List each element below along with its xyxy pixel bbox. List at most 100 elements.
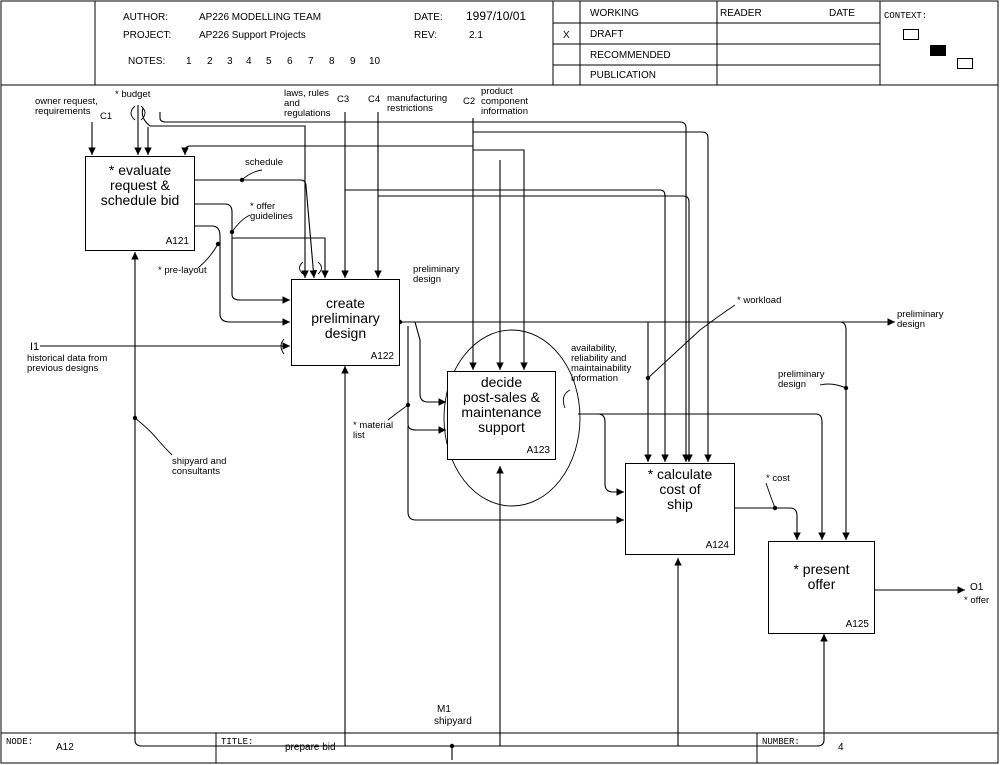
arrow-prelim-a123 <box>414 321 446 406</box>
note-9: 9 <box>350 56 356 67</box>
tunnel-a122-top <box>299 261 322 275</box>
leader-availability <box>562 389 571 409</box>
rev-label: REV: <box>414 30 437 41</box>
activity-a122-id: A122 <box>370 351 394 362</box>
project-label: PROJECT: <box>123 30 172 41</box>
arrow-c4-a124 <box>378 195 693 462</box>
arrow-cost <box>735 507 801 540</box>
activity-a123[interactable]: decide post-sales & maintenance support … <box>447 371 556 460</box>
arrow-c2-a124 <box>473 131 712 462</box>
label-historical: historical data from previous designs <box>27 353 108 374</box>
status-draft-mark: X <box>563 30 570 41</box>
arrow-material-list <box>407 326 446 434</box>
leader-prelayout <box>197 243 219 269</box>
arrow-schedule <box>195 179 318 279</box>
focus-ellipse-a123 <box>443 329 581 507</box>
label-preliminary-design-right: preliminary design <box>778 369 825 390</box>
label-preliminary-design-top: preliminary design <box>413 264 460 285</box>
activity-a125-id: A125 <box>845 619 869 630</box>
arrow-c2-a121 <box>181 145 473 155</box>
note-2: 2 <box>207 56 213 67</box>
label-pre-layout: * pre-layout <box>158 265 207 276</box>
leader-prelim-right <box>819 383 847 389</box>
number-value: 4 <box>838 742 844 753</box>
label-material-list: * material list <box>353 420 394 441</box>
leader-workload <box>647 304 736 379</box>
arrow-offer-guidelines <box>195 203 290 304</box>
context-box-current <box>930 45 946 56</box>
status-draft: DRAFT <box>590 29 624 40</box>
arrow-c2-branch <box>159 112 690 462</box>
arrow-offer-guidelines-a124 <box>232 237 329 278</box>
activity-a122-name: create preliminary design <box>311 295 380 341</box>
note-5: 5 <box>266 56 272 67</box>
note-8: 8 <box>329 56 335 67</box>
label-offer-guidelines: * offer guidelines <box>250 201 293 222</box>
arrow-prelim-a124 <box>407 426 624 524</box>
activity-a122[interactable]: create preliminary design A122 <box>291 279 400 366</box>
label-product-info: product component information <box>481 86 529 117</box>
leader-shipyard <box>134 417 173 456</box>
title-value: prepare bid <box>285 742 336 753</box>
activity-a123-id: A123 <box>526 445 550 456</box>
label-offer: * offer <box>964 595 990 606</box>
context-box-3 <box>957 58 973 69</box>
label-shipyard-consultants: shipyard and consultants <box>172 456 227 477</box>
label-cost: * cost <box>766 473 790 484</box>
note-6: 6 <box>287 56 293 67</box>
arrow-prelim-a125 <box>839 321 850 540</box>
activity-a124[interactable]: * calculate cost of ship A124 <box>625 463 735 555</box>
activity-a125[interactable]: * present offer A125 <box>768 541 875 634</box>
note-7: 7 <box>308 56 314 67</box>
header-grid <box>1 1 998 86</box>
activity-a121-id: A121 <box>165 236 189 247</box>
activity-a121[interactable]: * evaluate request & schedule bid A121 <box>85 156 195 251</box>
arrow-availability-a125 <box>578 413 826 540</box>
activity-a124-name: * calculate cost of ship <box>647 466 713 512</box>
label-m1: M1 <box>437 704 451 715</box>
activity-a121-name: * evaluate request & schedule bid <box>100 162 180 208</box>
context-label: CONTEXT: <box>884 11 928 21</box>
arrow-pre-layout <box>195 225 290 326</box>
title-label: TITLE: <box>221 737 254 747</box>
label-laws: laws, rules and regulations <box>284 88 331 119</box>
reader-date-label: DATE <box>829 8 855 19</box>
status-publication: PUBLICATION <box>590 70 656 81</box>
label-budget: * budget <box>115 89 151 100</box>
date-value: 1997/10/01 <box>466 9 527 23</box>
label-c2: C2 <box>463 96 476 107</box>
author-value: AP226 MODELLING TEAM <box>199 12 322 23</box>
reader-label: READER <box>720 8 762 19</box>
leader-offer <box>231 214 251 233</box>
label-c4: C4 <box>368 94 381 105</box>
leader-cost <box>765 482 776 509</box>
arrow-budget-a122 <box>141 107 309 278</box>
project-value: AP226 Support Projects <box>199 30 306 41</box>
arrow-c2-a123b <box>473 149 528 370</box>
rev-value: 2.1 <box>469 30 483 41</box>
date-label: DATE: <box>414 12 443 23</box>
leader-schedule <box>241 169 263 181</box>
label-i1: I1 <box>30 341 40 353</box>
label-c3: C3 <box>337 94 350 105</box>
activity-a123-name: decide post-sales & maintenance support <box>461 374 542 435</box>
number-label: NUMBER: <box>762 737 800 747</box>
note-1: 1 <box>186 56 192 67</box>
status-recommended: RECOMMENDED <box>590 50 671 61</box>
tunnel-i1 <box>280 338 285 355</box>
author-label: AUTHOR: <box>123 12 168 23</box>
node-value: A12 <box>56 742 74 753</box>
label-workload: * workload <box>737 295 782 306</box>
label-c1: C1 <box>100 111 113 122</box>
activity-a125-name: * present offer <box>793 561 850 592</box>
label-schedule: schedule <box>245 157 284 168</box>
label-owner-request: owner request, requirements <box>35 96 98 117</box>
context-box-1 <box>903 29 919 40</box>
note-10: 10 <box>369 56 381 67</box>
arrow-availability <box>578 413 624 496</box>
activity-a124-id: A124 <box>705 540 729 551</box>
note-3: 3 <box>227 56 233 67</box>
tunnel-c1 <box>130 105 146 121</box>
